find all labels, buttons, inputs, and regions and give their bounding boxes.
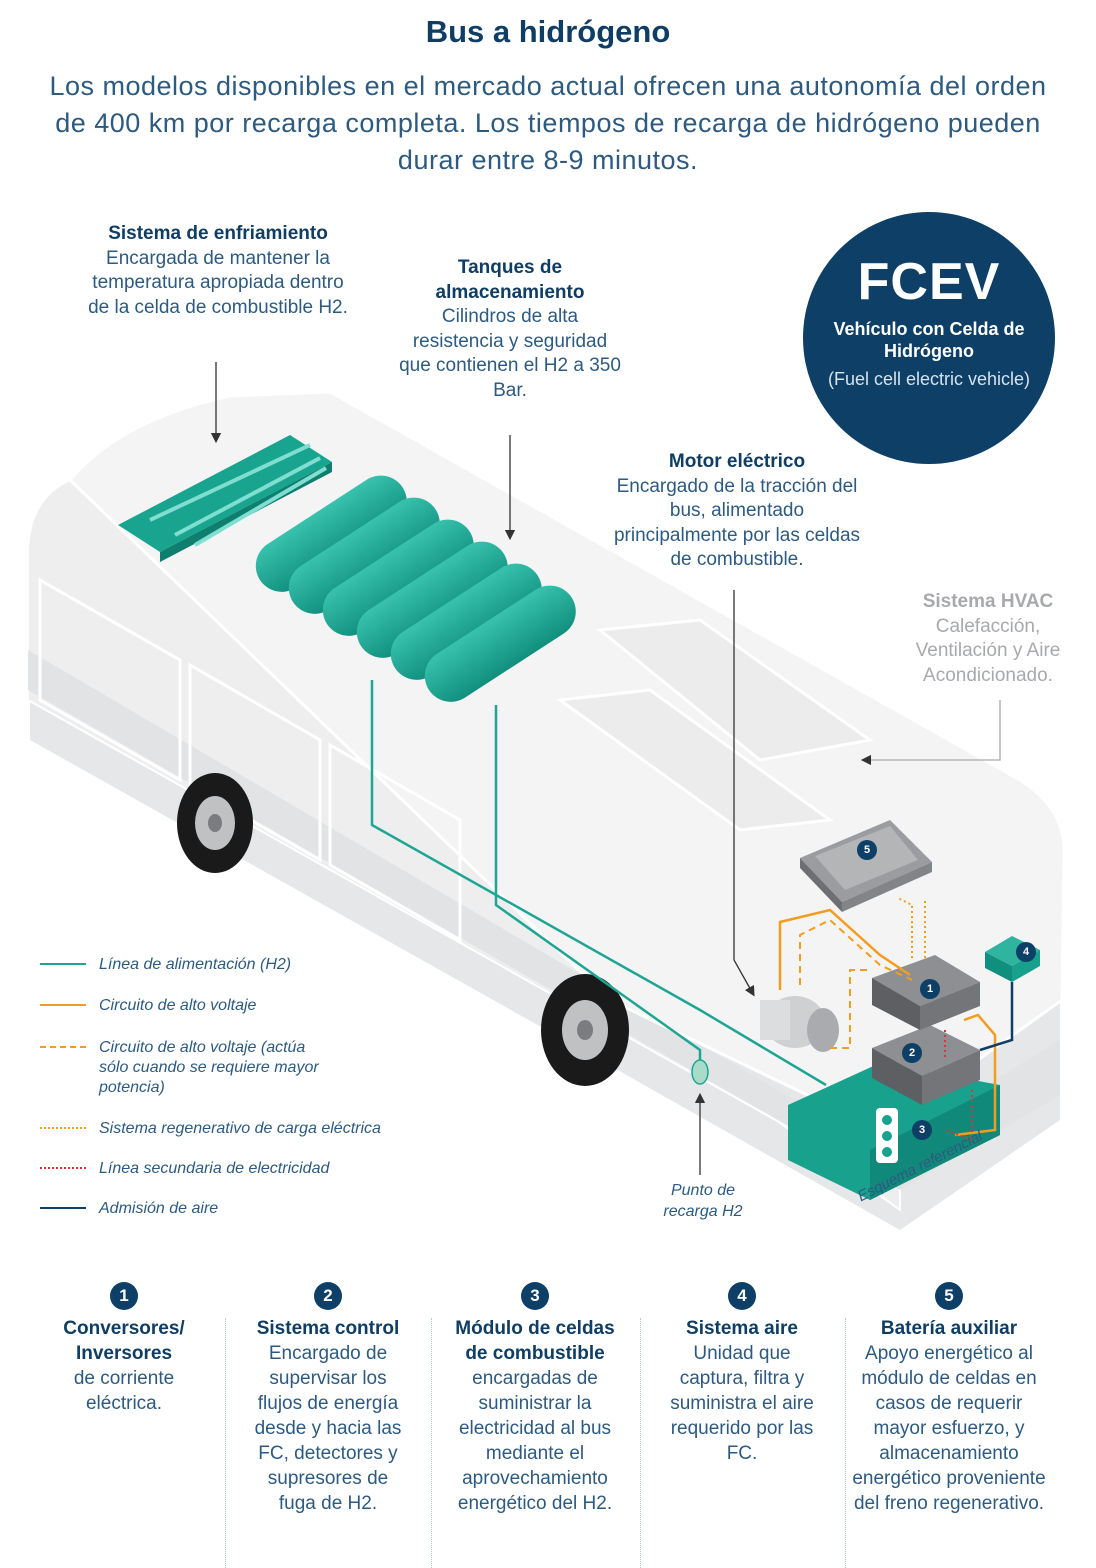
component-text: encargadas de suministrar la electricida… <box>457 1368 613 1514</box>
column-divider <box>640 1318 641 1568</box>
legend-item: Línea de alimentación (H2) <box>40 955 420 995</box>
motor-text: Encargado de la tracción del bus, alimen… <box>613 475 861 571</box>
component-title: Sistema aire <box>686 1318 798 1339</box>
column-divider <box>845 1318 846 1568</box>
control-system-box <box>872 1025 980 1105</box>
component-text: Unidad que captura, filtra y suministra … <box>670 1343 814 1464</box>
fcev-badge: FCEV Vehículo con Celda de Hidrógeno (Fu… <box>803 212 1055 464</box>
marker-2: 2 <box>902 1043 922 1063</box>
bus-windows <box>38 577 462 943</box>
front-wheel <box>541 974 629 1086</box>
charge-point-marker <box>691 1059 709 1085</box>
legend-label: Circuito de alto voltaje <box>99 997 257 1014</box>
fuel-cell-module <box>788 1063 1000 1200</box>
column-divider <box>225 1318 226 1568</box>
rear-wheel <box>177 773 253 873</box>
component-2: 2 Sistema control Encargado de supervisa… <box>248 1282 408 1516</box>
legend-label: Circuito de alto voltaje (actúa sólo cua… <box>99 1039 319 1096</box>
hvac-pointer <box>860 700 1001 766</box>
component-3: 3 Módulo de celdas de combustible encarg… <box>451 1282 619 1516</box>
legend-item: Circuito de alto voltaje <box>40 996 420 1036</box>
component-number: 2 <box>314 1282 342 1310</box>
legend-item: Sistema regenerativo de carga eléctrica <box>40 1119 420 1159</box>
intro-text: Los modelos disponibles en el mercado ac… <box>49 71 1047 175</box>
legend-label: Admisión de aire <box>99 1200 219 1217</box>
component-4: 4 Sistema aire Unidad que captura, filtr… <box>662 1282 822 1466</box>
motor-callout: Motor eléctrico Encargado de la tracción… <box>612 450 862 573</box>
legend-item: Línea secundaria de electricidad <box>40 1159 420 1199</box>
marker-4: 4 <box>1016 942 1036 962</box>
air-intake-line <box>979 982 1014 1052</box>
high-voltage-dashed <box>799 918 913 1049</box>
hvac-callout: Sistema HVAC Calefacción, Ventilación y … <box>900 590 1076 688</box>
cooling-text: Encargada de mantener la temperatura apr… <box>88 247 348 318</box>
component-5: 5 Batería auxiliar Apoyo energético al m… <box>852 1282 1046 1516</box>
tanks-title: Tanques de almacenamiento <box>435 257 585 303</box>
cooling-title: Sistema de enfriamiento <box>108 223 328 244</box>
hvac-text: Calefacción, Ventilación y Aire Acondici… <box>915 615 1061 686</box>
h2-feed-lines <box>370 680 827 1087</box>
hvac-title: Sistema HVAC <box>922 591 1054 612</box>
tanks-text: Cilindros de alta resistencia y segurida… <box>399 306 621 401</box>
legend-item: Circuito de alto voltaje (actúa sólo cua… <box>40 1038 420 1104</box>
component-text: Encargado de supervisar los flujos de en… <box>254 1343 402 1514</box>
component-text: Apoyo energético al módulo de celdas en … <box>852 1343 1046 1514</box>
cooling-callout: Sistema de enfriamiento Encargada de man… <box>88 222 348 320</box>
motor-title: Motor eléctrico <box>668 451 806 472</box>
high-voltage-lines <box>778 908 997 1137</box>
page-title: Bus a hidrógeno <box>425 14 671 49</box>
bus-side <box>26 478 901 1212</box>
fcev-english: (Fuel cell electric vehicle) <box>827 369 1031 389</box>
legend-item: Admisión de aire <box>40 1199 420 1239</box>
hydrogen-tanks <box>255 475 576 702</box>
component-text: de corriente eléctrica. <box>73 1368 175 1414</box>
component-number: 5 <box>935 1282 963 1310</box>
fcev-name: Vehículo con Celda de Hidrógeno <box>833 319 1025 361</box>
component-title: Batería auxiliar <box>880 1318 1018 1339</box>
cooling-unit <box>118 435 332 562</box>
component-title: Módulo de celdas de combustible <box>455 1318 615 1364</box>
column-divider <box>431 1318 432 1568</box>
motor-pointer <box>733 590 755 997</box>
charge-point-label: Punto de recarga H2 <box>663 1182 743 1220</box>
marker-1: 1 <box>920 979 940 999</box>
component-number: 1 <box>110 1282 138 1310</box>
component-1: 1 Conversores/ Inversores de corriente e… <box>44 1282 204 1416</box>
marker-5: 5 <box>857 840 877 860</box>
secondary-electric-lines <box>944 1030 973 1142</box>
fcev-abbr: FCEV <box>857 253 1001 311</box>
electric-motor <box>760 996 839 1052</box>
marker-3: 3 <box>912 1120 932 1140</box>
legend-label: Sistema regenerativo de carga eléctrica <box>99 1120 381 1137</box>
tanks-callout: Tanques de almacenamiento Cilindros de a… <box>395 256 625 403</box>
component-title: Conversores/ Inversores <box>63 1318 185 1364</box>
component-number: 3 <box>521 1282 549 1310</box>
legend-label: Línea de alimentación (H2) <box>99 956 292 973</box>
legend-label: Línea secundaria de electricidad <box>99 1160 330 1177</box>
component-number: 4 <box>728 1282 756 1310</box>
component-title: Sistema control <box>256 1318 400 1339</box>
